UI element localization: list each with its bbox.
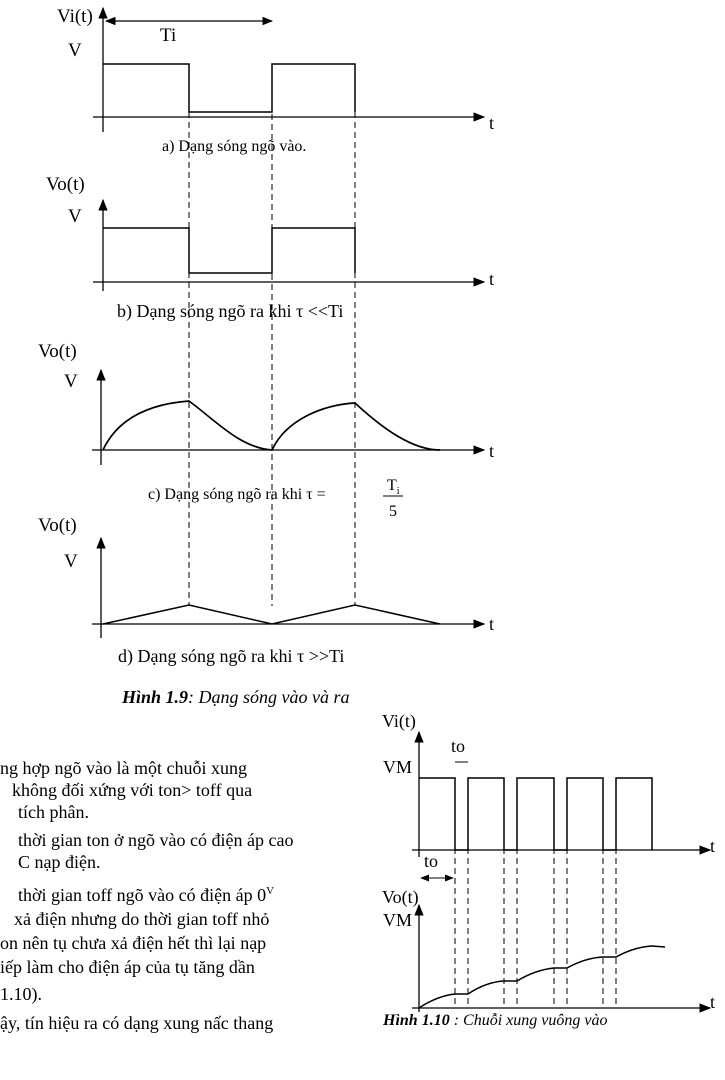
body-text-line: thời gian ton ở ngõ vào có điện áp cao [18,830,294,850]
body-text-line: ng hợp ngõ vào là một chuỗi xung [0,758,247,778]
staircase-wave [418,945,666,1009]
figure-title: Hình 1.9: Dạng sóng vào và ra [121,687,350,707]
fraction-numerator: Ti [387,477,400,497]
input-pulse-wave [419,777,653,851]
fraction-denominator: 5 [389,503,397,520]
panel-b: Vo(t) V t b) Dạng sóng ngõ ra khi τ <<Ti [46,174,494,322]
input-square-wave [103,63,356,113]
figure-1-10: Vi(t) VM to to t Vo(t) VM t Hình 1.10 : … [382,711,715,1029]
x-axis-label: t [489,113,494,133]
panel-d: Vo(t) V t d) Dạng sóng ngõ ra khi τ >>Ti [38,515,494,667]
amplitude-label: VM [383,757,412,777]
amplitude-label: V [68,206,82,227]
body-text-line: không đối xứng với ton> toff qua [12,780,253,800]
panel-caption: a) Dạng sóng ngõ vào. [162,138,306,155]
y-axis-label: Vi(t) [57,6,93,27]
output-square-wave [103,227,356,274]
dashed-guides [454,778,617,1008]
body-text-line: iếp làm cho điện áp của tụ tăng dần [0,957,255,977]
triangle-output-wave [102,604,441,625]
to-label: to [451,736,465,756]
body-text-line: ậy, tín hiệu ra có dạng xung nấc thang [0,1013,274,1033]
rc-charge-curve [102,400,441,451]
body-text-line: xả điện nhưng do thời gian toff nhỏ [14,909,270,929]
y-axis-label: Vo(t) [382,887,419,908]
panel-caption: c) Dạng sóng ngõ ra khi τ = [148,486,326,503]
y-axis-label: Vi(t) [382,711,416,732]
x-axis-label: t [489,441,494,461]
panel-caption: b) Dạng sóng ngõ ra khi τ <<Ti [117,301,343,322]
period-label: Ti [160,25,176,46]
panel-a: Vi(t) V Ti t a) Dạng sóng ngõ vào. [57,6,494,155]
y-axis-label: Vo(t) [38,341,77,362]
body-text-line: tích phân. [18,802,89,822]
x-axis-label: t [710,992,715,1012]
x-axis-label: t [489,614,494,634]
y-axis-label: Vo(t) [46,174,85,195]
amplitude-label: V [64,371,78,392]
body-text-line: thời gian toff ngõ vào có điện áp 0V [18,885,275,905]
body-text-line: on nên tụ chưa xả điện hết thì lại nạp [0,933,267,953]
body-text-line: C nạp điện. [18,852,101,872]
y-axis-label: Vo(t) [38,515,77,536]
panel-caption: d) Dạng sóng ngõ ra khi τ >>Ti [118,646,344,667]
amplitude-label: V [68,40,82,61]
staircase-output: Vo(t) VM t [382,887,715,1013]
amplitude-label: V [64,551,78,572]
panel-c: Vo(t) V t c) Dạng sóng ngõ ra khi τ = Ti… [38,341,494,520]
figure-1-9: Vi(t) V Ti t a) Dạng sóng ngõ vào. Vo(t)… [38,6,494,707]
x-axis-label: t [710,836,715,856]
x-axis-label: t [489,269,494,289]
pulse-train-input: Vi(t) VM to to t [382,711,715,882]
body-text-line: 1.10). [0,984,42,1004]
figure-title: Hình 1.10 : Chuỗi xung vuông vào [382,1012,607,1029]
to-label-lower: to [424,851,438,871]
dashed-guides [188,64,356,606]
amplitude-label: VM [383,910,412,930]
